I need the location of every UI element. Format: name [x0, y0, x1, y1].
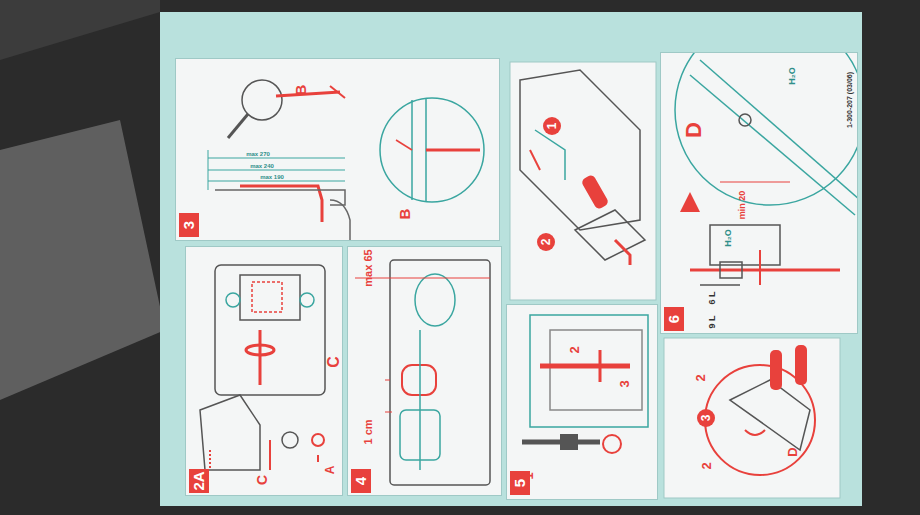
callout-label: D — [683, 122, 705, 138]
callout-label: max 270 — [246, 151, 270, 157]
callout-number: 2 — [537, 233, 555, 251]
callout-label: 1-300-207 (03/06) — [846, 72, 853, 128]
metal-surface — [0, 120, 165, 400]
instruction-panel: 2A — [185, 246, 343, 496]
callout-label: C — [326, 356, 342, 368]
callout-label: 6 L — [708, 291, 717, 304]
callout-label: 1 cm — [363, 419, 374, 444]
callout-label: 2 — [694, 374, 707, 381]
shadow — [0, 0, 160, 60]
callout-label: D — [786, 447, 799, 456]
step-number-glyph: 3 — [177, 221, 201, 229]
callout-label: max 190 — [260, 174, 284, 180]
panel-7-art — [705, 345, 815, 475]
callout-number: 3 — [697, 409, 715, 427]
panel-2a-art — [200, 265, 325, 470]
instruction-panel: 5 — [506, 304, 658, 500]
panel-grounds — [175, 52, 858, 500]
callout-label: H₂O — [724, 229, 733, 247]
callout-label: H₂O — [788, 67, 797, 85]
sheet — [160, 12, 862, 506]
panel-5a-art — [520, 70, 645, 265]
callout-label: B — [293, 85, 308, 96]
step-number-glyph: 5 — [508, 479, 532, 487]
callout-label: 9 L — [708, 315, 717, 328]
callout-label: min 20 — [738, 191, 747, 220]
panel-5-art — [522, 315, 648, 453]
panel-6-art — [675, 15, 865, 285]
callout-label: B — [397, 209, 412, 220]
step-number: 2A — [189, 469, 209, 493]
callout-label: max 65 — [363, 249, 374, 286]
callout-label: max 240 — [250, 163, 274, 169]
step-number-glyph: 2A — [187, 471, 211, 490]
step-number-glyph: 4 — [349, 477, 373, 485]
callout-label: 2 — [700, 462, 713, 469]
step-number-glyph: 6 — [662, 315, 686, 323]
callout-number: 1 — [543, 117, 561, 135]
callout-label: 1 — [522, 472, 535, 479]
step-number: 6 — [664, 307, 684, 331]
instruction-panel: 3 — [175, 58, 500, 241]
callout-label: 2 — [568, 346, 581, 353]
panel-4-art — [355, 260, 490, 485]
step-number: 3 — [179, 213, 199, 237]
panel-3-art — [208, 80, 484, 240]
callout-label: A — [324, 466, 336, 475]
instruction-panel: 6 — [660, 52, 858, 334]
step-number: 4 — [351, 469, 371, 493]
callout-label: 3 — [618, 380, 631, 387]
callout-label: C — [255, 475, 269, 485]
